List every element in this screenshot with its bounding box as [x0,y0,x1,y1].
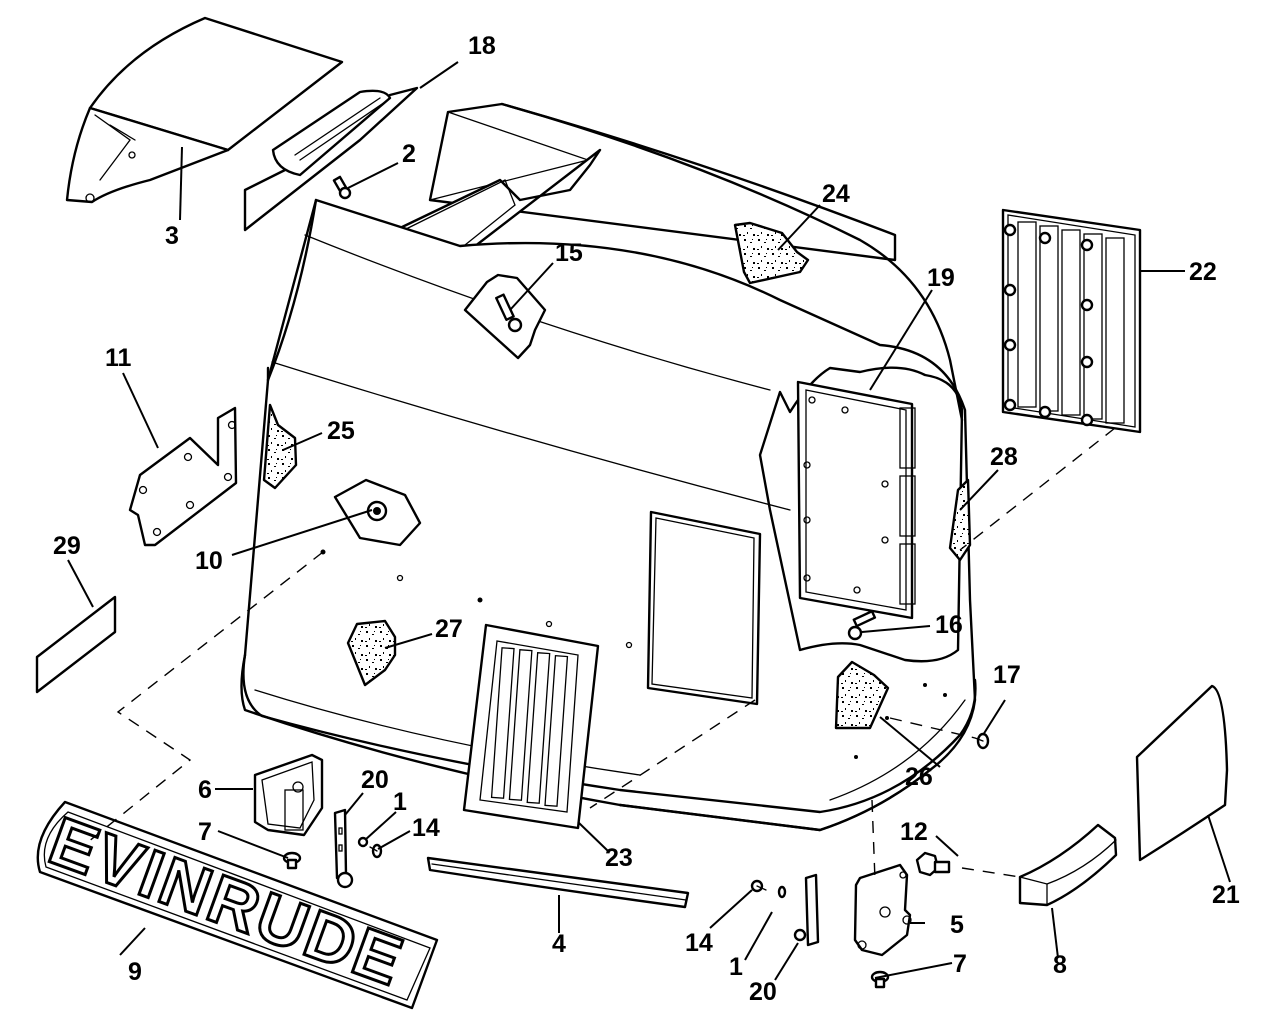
part-23-front-grille[interactable] [462,623,600,830]
callout-11: 11 [105,344,132,372]
part-21-decal[interactable] [1135,684,1229,862]
part-10-grommet[interactable] [333,478,422,547]
callout-28: 28 [990,443,1018,471]
assembly-lines [87,427,1116,881]
callout-18: 18 [468,32,496,60]
callout-17: 17 [993,661,1021,689]
callout-7a: 7 [198,818,212,846]
callout-5: 5 [950,911,964,939]
part-4-seal-strip[interactable] [426,856,690,909]
callout-22: 22 [1189,258,1217,286]
part-22-side-grille[interactable] [1001,208,1142,434]
callout-14b: 14 [685,929,713,957]
callout-14a: 14 [412,814,440,842]
callout-10: 10 [195,547,223,575]
part-7-bumper-left[interactable] [282,851,302,870]
part-8-handle-cap[interactable] [1018,823,1118,907]
callout-29: 29 [53,532,81,560]
part-29-decal[interactable] [35,595,117,694]
callout-15: 15 [555,239,583,267]
part-19-baffle-plate[interactable] [796,380,916,620]
part-25-sound-pad[interactable] [262,403,298,490]
part-14-screw-left[interactable] [369,843,383,859]
part-17-plug[interactable] [974,732,990,750]
callout-27: 27 [435,615,463,643]
callout-12: 12 [900,818,928,846]
part-15-screw[interactable] [463,273,547,360]
part-28-sound-pad[interactable] [948,478,972,562]
part-3-intake-cover[interactable] [65,16,344,204]
part-1-washer-right[interactable] [777,885,787,899]
callout-16: 16 [935,611,963,639]
callout-1b: 1 [729,953,743,981]
callout-23: 23 [605,844,633,872]
callout-8: 8 [1053,951,1067,979]
part-20-strap-left[interactable] [333,808,354,889]
leader-lines [67,61,1231,981]
part-6-latch[interactable] [253,753,324,837]
part-16-screw[interactable] [847,610,877,641]
part-12-adjusting-screw[interactable] [915,851,951,877]
callout-25: 25 [327,417,355,445]
part-9-name-decal[interactable]: EVINRUDE [36,800,439,1010]
callout-2: 2 [402,140,416,168]
part-18-grille-insert[interactable] [243,86,419,232]
part-11-bracket[interactable] [128,406,238,547]
callout-6: 6 [198,776,212,804]
part-14-screw-right[interactable] [750,879,767,893]
callout-4: 4 [552,930,566,958]
callout-20b: 20 [749,978,777,1006]
callout-1a: 1 [393,788,407,816]
callout-19: 19 [927,264,955,292]
callout-26: 26 [905,763,933,791]
callouts: 3 18 2 24 15 22 19 11 25 28 29 10 27 16 … [53,32,1240,1006]
part-24-sound-pad[interactable] [733,221,810,285]
decal-text: EVINRUDE [40,803,414,1001]
callout-21: 21 [1212,881,1240,909]
part-20-strap-right[interactable] [793,873,820,947]
callout-24: 24 [822,180,850,208]
callout-9: 9 [128,958,142,986]
callout-3: 3 [165,222,179,250]
part-2-screw[interactable] [332,175,352,200]
callout-7b: 7 [953,950,967,978]
part-7-bumper-right[interactable] [870,970,890,989]
callout-20a: 20 [361,766,389,794]
part-5-latch-right[interactable] [853,863,912,957]
part-26-sound-pad[interactable] [834,660,890,730]
